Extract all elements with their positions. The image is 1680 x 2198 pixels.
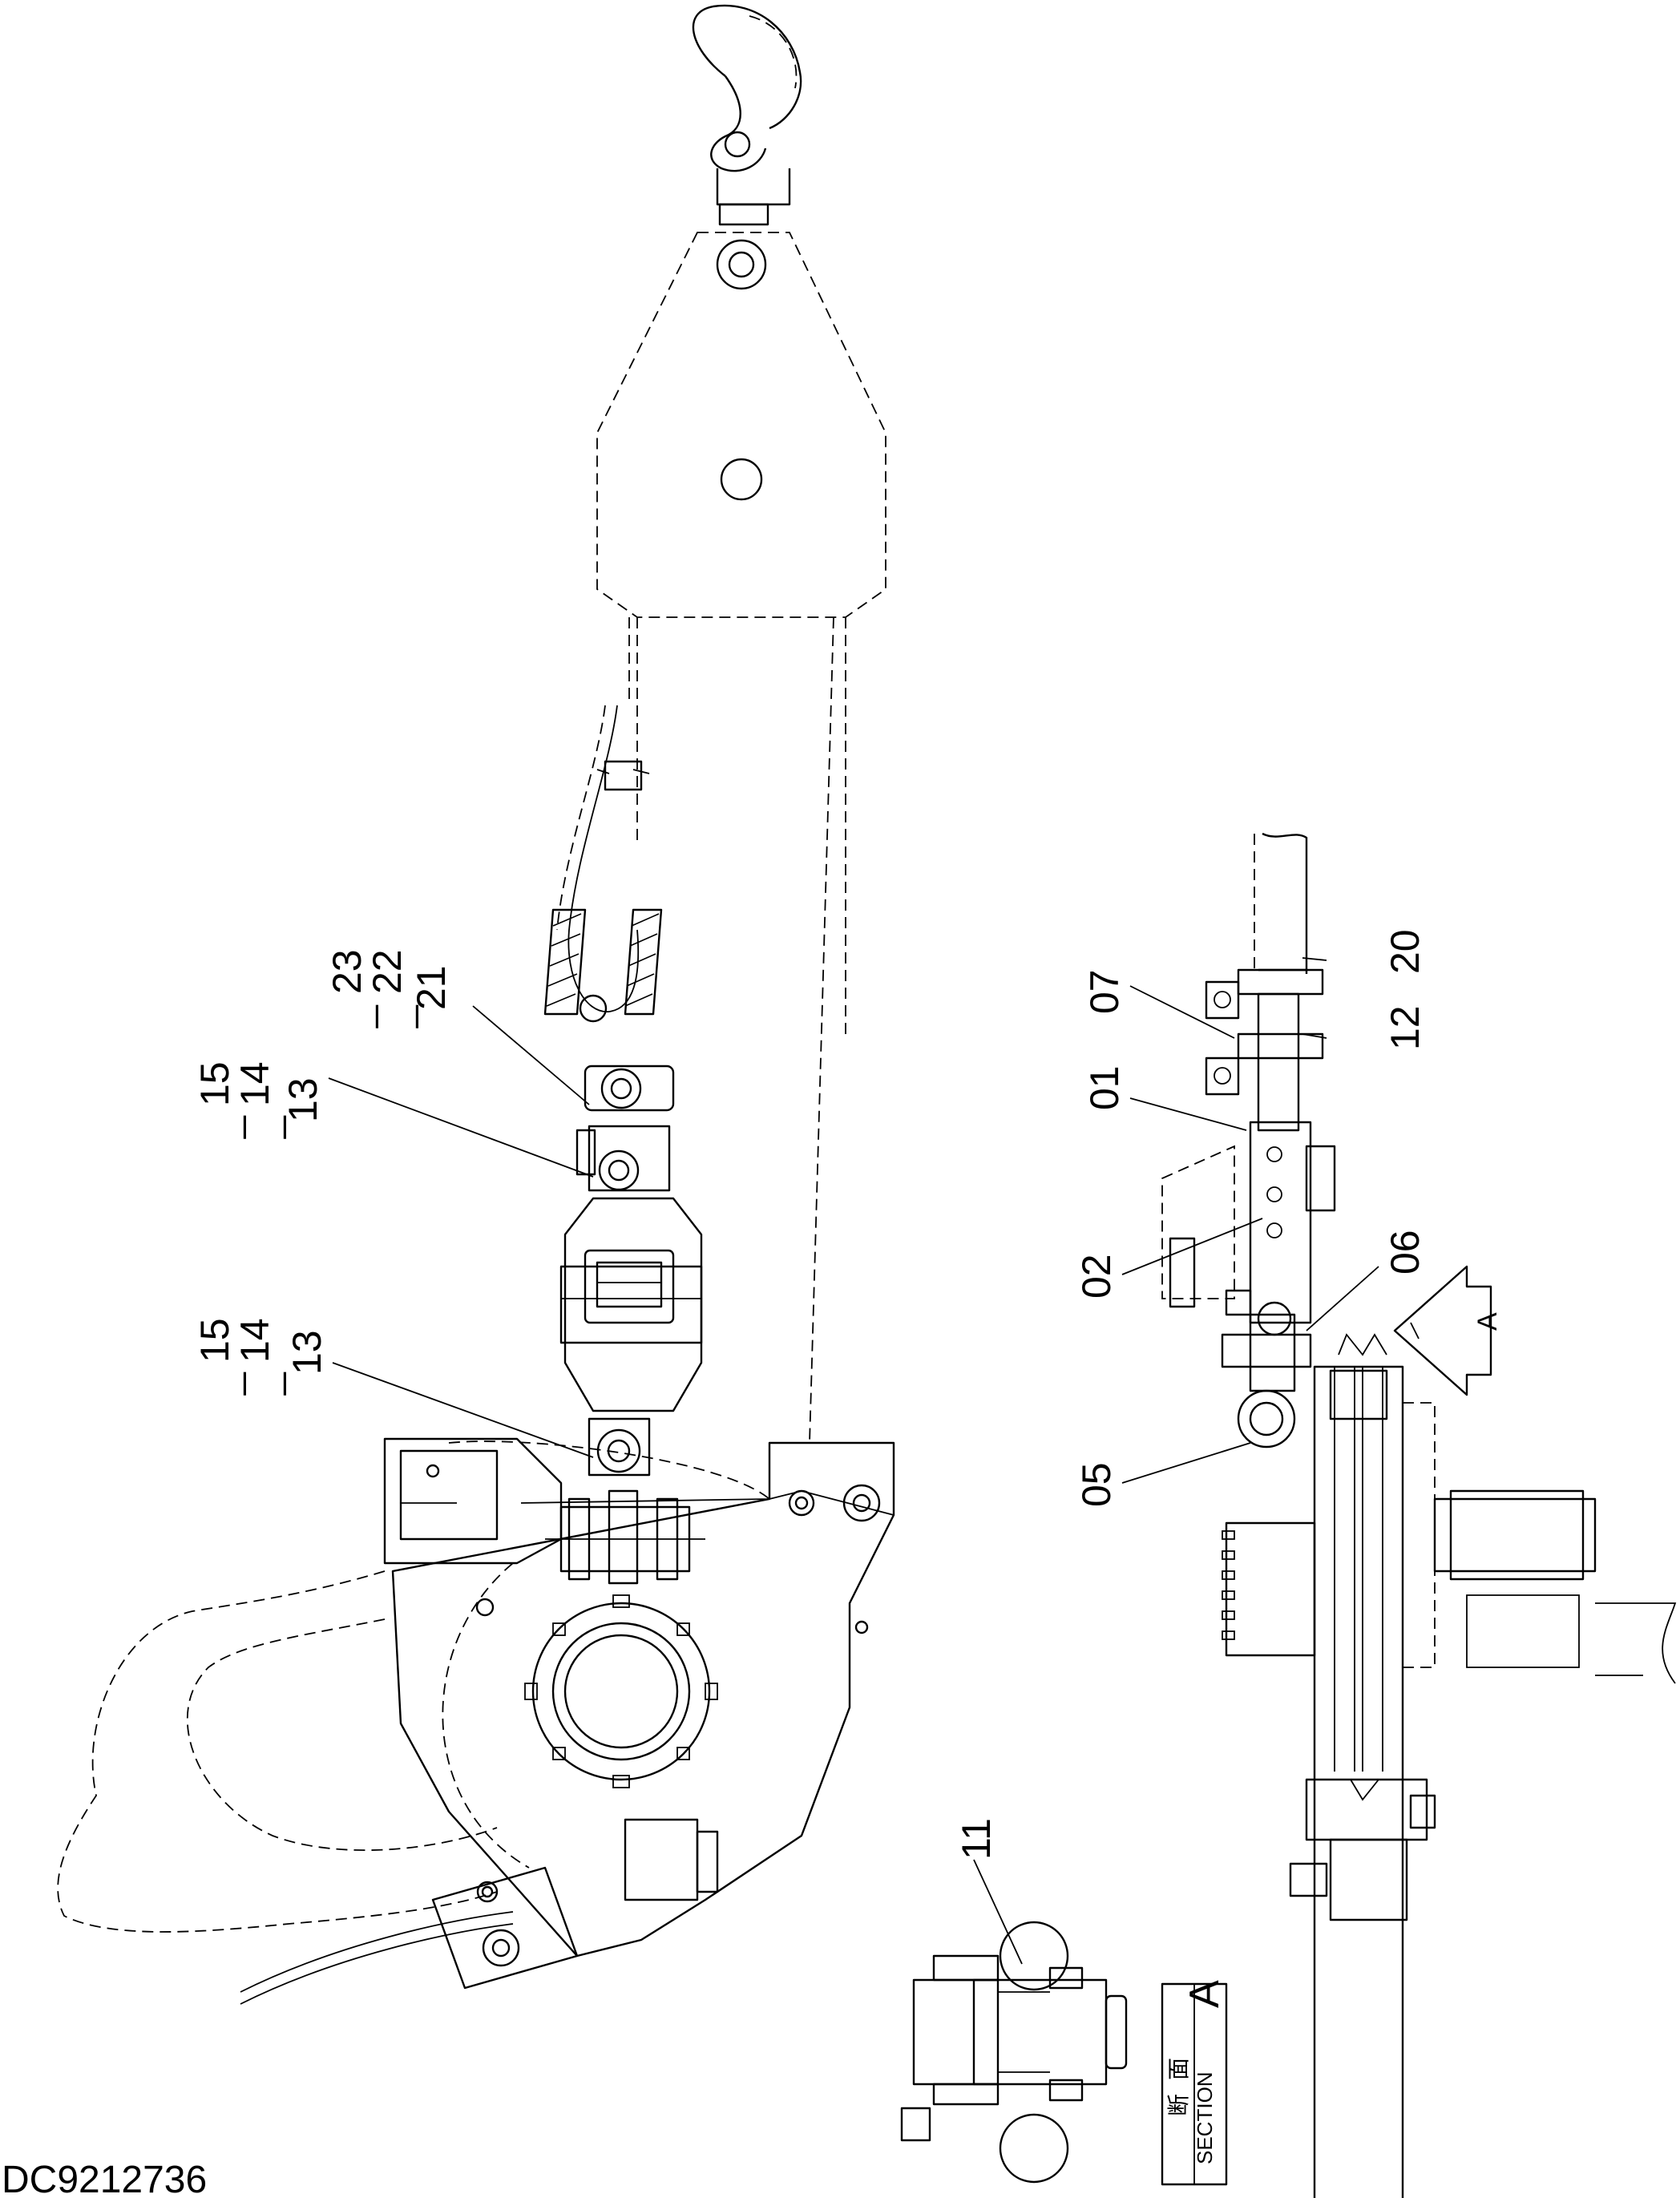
section-letter: A bbox=[1181, 1980, 1228, 2008]
section-jp-1: 断 bbox=[1165, 2094, 1192, 2116]
section-arrow-a: A bbox=[1393, 1265, 1503, 1396]
callout-15: 15 bbox=[192, 1061, 237, 1106]
callout-12: 12 bbox=[1383, 1005, 1428, 1050]
callout-dash: _ bbox=[334, 1004, 379, 1028]
section-label: A 断 面 SECTION bbox=[1161, 1980, 1228, 2186]
section-en: SECTION bbox=[1193, 2071, 1217, 2164]
hook-assembly bbox=[57, 4, 895, 2005]
callout-22: 22 bbox=[365, 949, 410, 994]
callout-dash: _ bbox=[242, 1372, 287, 1396]
section-jp-2: 面 bbox=[1165, 2058, 1192, 2080]
callout-dash: _ bbox=[202, 1372, 247, 1396]
drawing-code: DC9212736 bbox=[2, 2159, 207, 2198]
callout-01: 01 bbox=[1082, 1065, 1127, 1110]
callout-dash: _ bbox=[202, 1115, 247, 1139]
callout-20: 20 bbox=[1383, 929, 1428, 974]
side-view bbox=[1161, 832, 1677, 2198]
callout-14: 14 bbox=[232, 1318, 277, 1363]
callout-21: 21 bbox=[409, 965, 454, 1010]
callout-13: 13 bbox=[281, 1077, 325, 1122]
leader-lines bbox=[328, 957, 1379, 1965]
callout-02: 02 bbox=[1074, 1254, 1119, 1299]
callout-14: 14 bbox=[232, 1061, 277, 1106]
callout-05: 05 bbox=[1074, 1462, 1119, 1507]
callout-23: 23 bbox=[325, 949, 370, 994]
callout-06: 06 bbox=[1383, 1230, 1428, 1275]
callout-11: 11 bbox=[954, 1818, 999, 1860]
callout-07: 07 bbox=[1082, 969, 1127, 1014]
section-arrow-letter: A bbox=[1472, 1312, 1503, 1331]
section-a-detail bbox=[900, 1921, 1128, 2184]
callout-13: 13 bbox=[285, 1330, 329, 1375]
callout-labels: 23 _ 22 _ 21 15 _ 14 _ 13 15 _ 14 _ 13 2… bbox=[192, 929, 1428, 1860]
callout-15: 15 bbox=[192, 1318, 237, 1363]
callout-dash: _ bbox=[374, 1004, 419, 1028]
callout-dash: _ bbox=[242, 1115, 287, 1139]
